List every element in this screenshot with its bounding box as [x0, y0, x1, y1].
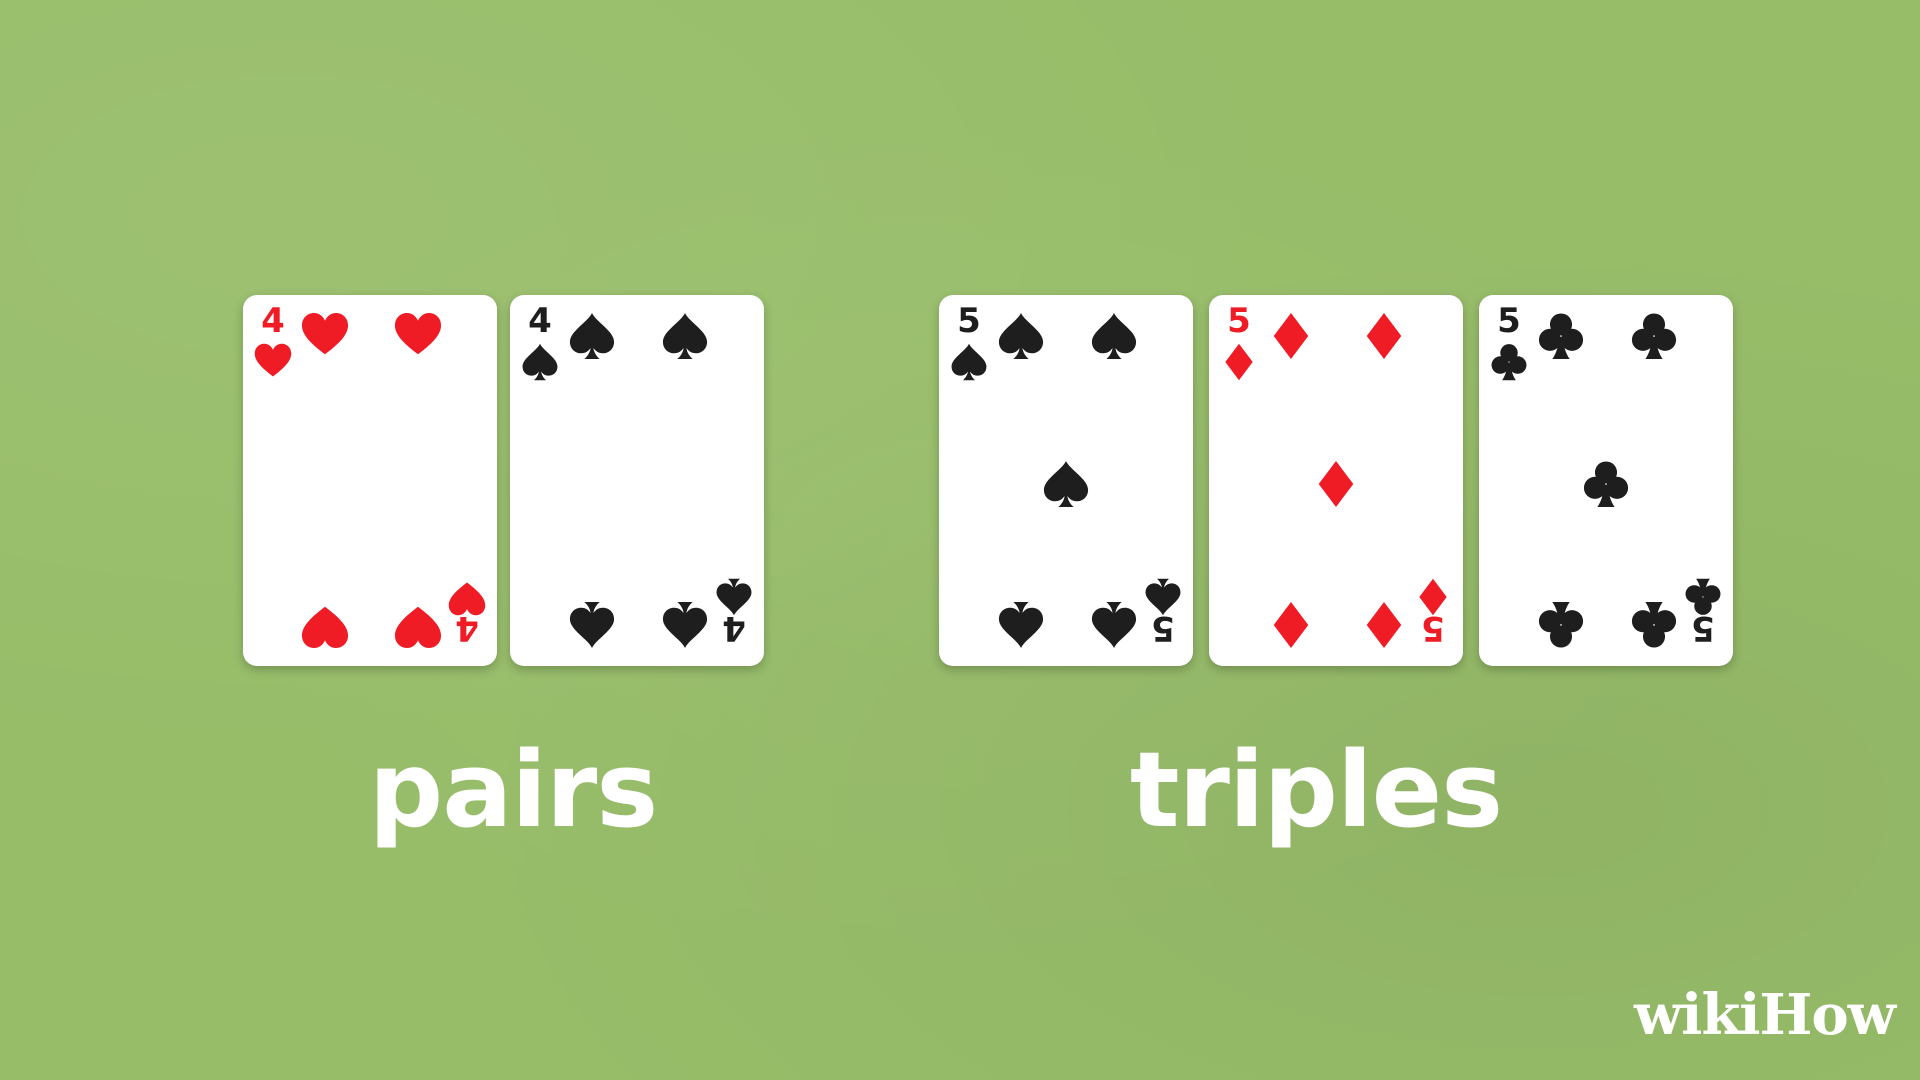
card-face: 44: [254, 301, 486, 649]
diamond-icon: [1366, 601, 1402, 649]
card-face: 55: [1491, 301, 1721, 648]
diamond-icon: [1366, 312, 1402, 360]
pairs-caption: pairs: [368, 729, 658, 851]
diamond-icon: [1273, 312, 1309, 360]
rank-label: 4: [722, 608, 746, 648]
rank-label: 5: [1227, 301, 1251, 341]
triples-caption: triples: [1129, 729, 1503, 851]
corner-spade-icon: [716, 578, 752, 616]
corner-spade-icon: [1145, 578, 1181, 616]
rank-label: 5: [1691, 608, 1715, 648]
rank-label: 5: [1421, 608, 1445, 648]
rank-label: 5: [1497, 301, 1521, 341]
card-face: 55: [1225, 301, 1447, 649]
club-icon: [1631, 601, 1677, 648]
corner-club-icon: [1491, 344, 1527, 381]
club-icon: [1538, 313, 1584, 360]
spade-icon: [1091, 312, 1137, 360]
spade-icon: [662, 312, 708, 360]
corner-heart-icon: [448, 582, 486, 616]
spade-icon: [1091, 601, 1137, 649]
heart-icon: [301, 312, 349, 355]
heart-icon: [394, 606, 442, 649]
heart-icon: [394, 312, 442, 355]
club-icon: [1583, 461, 1629, 508]
rank-label: 4: [455, 608, 479, 648]
heart-icon: [301, 606, 349, 649]
card-face: 44: [522, 301, 752, 649]
diamond-icon: [1273, 601, 1309, 649]
spade-icon: [569, 601, 615, 649]
spade-icon: [998, 312, 1044, 360]
card-face: 55: [951, 301, 1181, 649]
corner-diamond-icon: [1225, 343, 1253, 381]
wikihow-logo: wikiHow: [1633, 982, 1896, 1048]
rank-label: 4: [261, 301, 285, 341]
rank-label: 5: [957, 301, 981, 341]
club-icon: [1538, 601, 1584, 648]
corner-diamond-icon: [1419, 578, 1447, 616]
spade-icon: [569, 312, 615, 360]
rank-label: 4: [528, 301, 552, 341]
spade-icon: [1043, 460, 1089, 508]
corner-heart-icon: [254, 343, 292, 377]
corner-spade-icon: [951, 343, 987, 381]
corner-club-icon: [1685, 578, 1721, 615]
spade-icon: [662, 601, 708, 649]
rank-label: 5: [1151, 608, 1175, 648]
corner-spade-icon: [522, 343, 558, 381]
club-icon: [1631, 313, 1677, 360]
diamond-icon: [1318, 460, 1354, 508]
spade-icon: [998, 601, 1044, 649]
